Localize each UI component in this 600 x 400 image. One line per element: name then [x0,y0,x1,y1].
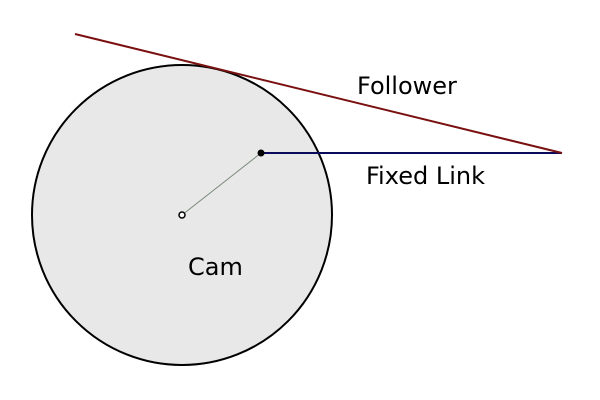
follower-line [74,33,563,154]
pivot-point [257,149,265,157]
fixed-link-label: Fixed Link [366,162,485,190]
cam-center-point [178,211,186,219]
cam-offset-line [181,152,262,216]
follower-label: Follower [357,72,457,100]
cam-label: Cam [188,253,243,281]
